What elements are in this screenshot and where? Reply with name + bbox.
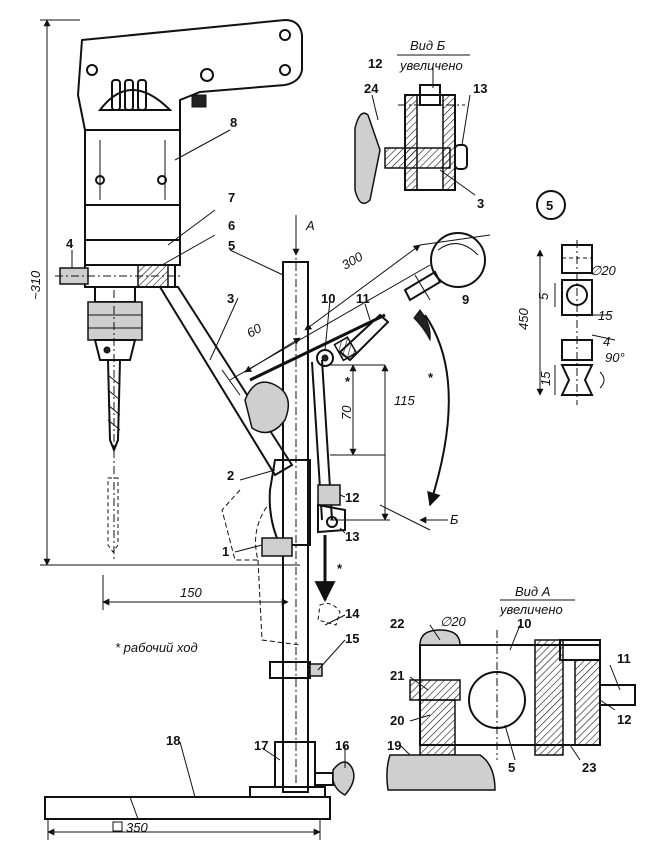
view-b-subtitle: увеличено xyxy=(399,58,463,73)
label-12c: 12 xyxy=(617,712,631,727)
view-a-subtitle: увеличено xyxy=(499,602,563,617)
lever-stub-11 xyxy=(599,684,636,706)
label-24: 24 xyxy=(364,81,379,96)
label-12b: 12 xyxy=(368,56,382,71)
dim-310: ~310 xyxy=(28,270,43,300)
detail-5 xyxy=(536,190,616,405)
main-assembly xyxy=(40,18,491,840)
label-3: 3 xyxy=(227,291,234,306)
base-knob xyxy=(332,761,355,796)
label-13: 13 xyxy=(345,529,359,544)
label-7: 7 xyxy=(228,190,235,205)
label-18: 18 xyxy=(166,733,180,748)
label-16: 16 xyxy=(335,738,349,753)
label-21: 21 xyxy=(390,668,404,683)
dim-d20-view-a: ∅20 xyxy=(440,614,467,629)
view-a-title: Вид А xyxy=(515,584,550,599)
label-8: 8 xyxy=(230,115,237,130)
star-mark-2: * xyxy=(428,370,434,385)
drill-chuck xyxy=(87,301,143,341)
support-strut xyxy=(158,286,294,477)
star-mark-3: * xyxy=(337,561,343,576)
dim-15: 15 xyxy=(598,308,613,323)
legend-working-stroke: * рабочий ход xyxy=(115,640,198,655)
ball-handle xyxy=(430,232,486,288)
drill-bit xyxy=(106,359,122,453)
view-b-detail xyxy=(354,54,476,205)
motor-housing xyxy=(76,18,303,241)
detail-5-label: 5 xyxy=(546,198,553,213)
dim-350: 350 xyxy=(126,820,148,835)
dim-115: 115 xyxy=(394,393,415,408)
label-10: 10 xyxy=(321,291,335,306)
carriage xyxy=(268,459,311,546)
label-20: 20 xyxy=(390,713,404,728)
chuck-top xyxy=(94,286,136,303)
dim-150: 150 xyxy=(180,585,202,600)
label-5: 5 xyxy=(228,238,235,253)
dim-300: 300 xyxy=(339,248,366,272)
dim-d20-detail: ∅20 xyxy=(590,263,617,278)
swing-arc xyxy=(424,314,450,507)
column xyxy=(282,261,309,793)
label-4: 4 xyxy=(66,236,74,251)
label-17: 17 xyxy=(254,738,268,753)
lock-screw xyxy=(261,537,293,557)
dim-450: 450 xyxy=(516,308,531,330)
label-1: 1 xyxy=(222,544,229,559)
dim-15b: 15 xyxy=(538,371,553,386)
label-11b: 11 xyxy=(617,651,631,666)
arrow-b-label: Б xyxy=(450,512,459,527)
dim-90deg: 90° xyxy=(605,350,625,365)
stop-collar xyxy=(269,661,311,679)
star-mark-1: * xyxy=(345,374,351,389)
label-23: 23 xyxy=(582,760,596,775)
dim-60: 60 xyxy=(244,320,265,341)
label-12: 12 xyxy=(345,490,359,505)
label-6: 6 xyxy=(228,218,235,233)
view-b-title: Вид Б xyxy=(410,38,446,53)
dim-70: 70 xyxy=(339,405,354,420)
label-13b: 13 xyxy=(473,81,487,96)
label-14: 14 xyxy=(345,606,360,621)
label-15: 15 xyxy=(345,631,359,646)
label-2: 2 xyxy=(227,468,234,483)
label-9: 9 xyxy=(462,292,469,307)
base-foot xyxy=(386,754,496,791)
dim-5: 5 xyxy=(536,292,551,300)
lever-knob xyxy=(244,381,290,434)
label-5b: 5 xyxy=(508,760,515,775)
motor-clamp xyxy=(84,239,181,266)
label-22: 22 xyxy=(390,616,404,631)
view-a-detail xyxy=(386,599,636,791)
label-19: 19 xyxy=(387,738,401,753)
arrow-a-label: А xyxy=(305,218,315,233)
label-10b: 10 xyxy=(517,616,531,631)
label-11: 11 xyxy=(356,291,370,306)
dim-4: 4 xyxy=(603,334,610,349)
base-plate xyxy=(44,796,331,820)
label-3b: 3 xyxy=(477,196,484,211)
lock-knob-24 xyxy=(354,112,381,205)
